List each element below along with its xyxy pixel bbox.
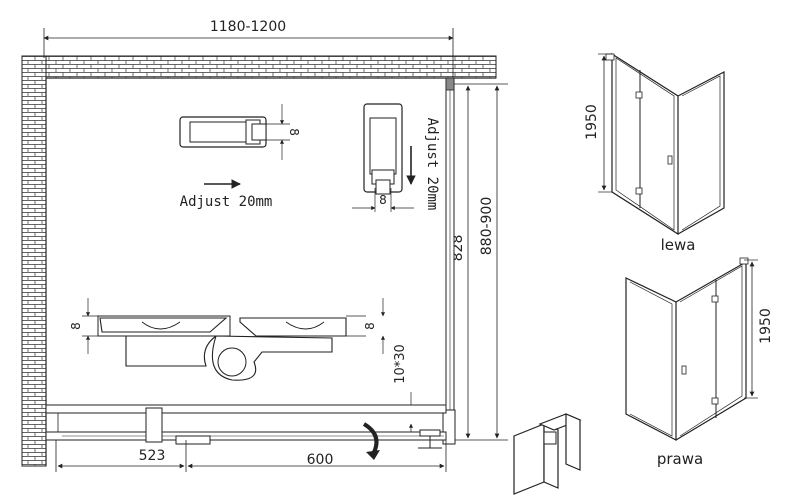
view-left: 1950 lewa <box>584 52 725 254</box>
bracket-3d <box>513 413 582 495</box>
dim-top-label: 1180-1200 <box>210 19 286 35</box>
plan-view: 1180-1200 828 880-900 <box>21 19 508 472</box>
adjust-vertical-label: Adjust 20mm <box>424 118 440 211</box>
hinge-left-dim-label: 8 <box>69 322 83 330</box>
hinge-detail: 8 8 <box>69 298 386 381</box>
right-dimensions: 828 880-900 <box>450 83 508 441</box>
glass-dim-label: 10*30 <box>393 344 408 384</box>
view-right: 1950 prawa <box>625 257 774 468</box>
wall-profile-detail-horizontal: 8 Adjust 20mm <box>179 104 301 210</box>
right-height-label: 1950 <box>758 308 774 344</box>
left-view-label: lewa <box>661 236 696 254</box>
dim-523-label: 523 <box>139 448 166 464</box>
top-wall <box>21 55 497 79</box>
dim-880-900-label: 880-900 <box>479 197 495 256</box>
glass-dimension: 10*30 <box>393 344 414 440</box>
hinge-right-dim-label: 8 <box>363 322 377 330</box>
side-panel <box>442 77 456 445</box>
left-wall <box>21 55 47 467</box>
front-door-profile <box>45 404 447 460</box>
bottom-dimensions: 523 600 <box>55 440 447 472</box>
profile-a-dim-label: 8 <box>287 128 301 136</box>
right-view-label: prawa <box>657 450 703 468</box>
dim-600-label: 600 <box>307 452 334 468</box>
top-dimension: 1180-1200 <box>43 19 454 84</box>
adjust-horizontal-label: Adjust 20mm <box>180 194 273 210</box>
profile-b-dim-label: 8 <box>379 193 387 207</box>
wall-profile-detail-vertical: 8 Adjust 20mm <box>352 103 440 212</box>
left-height-label: 1950 <box>584 104 600 140</box>
